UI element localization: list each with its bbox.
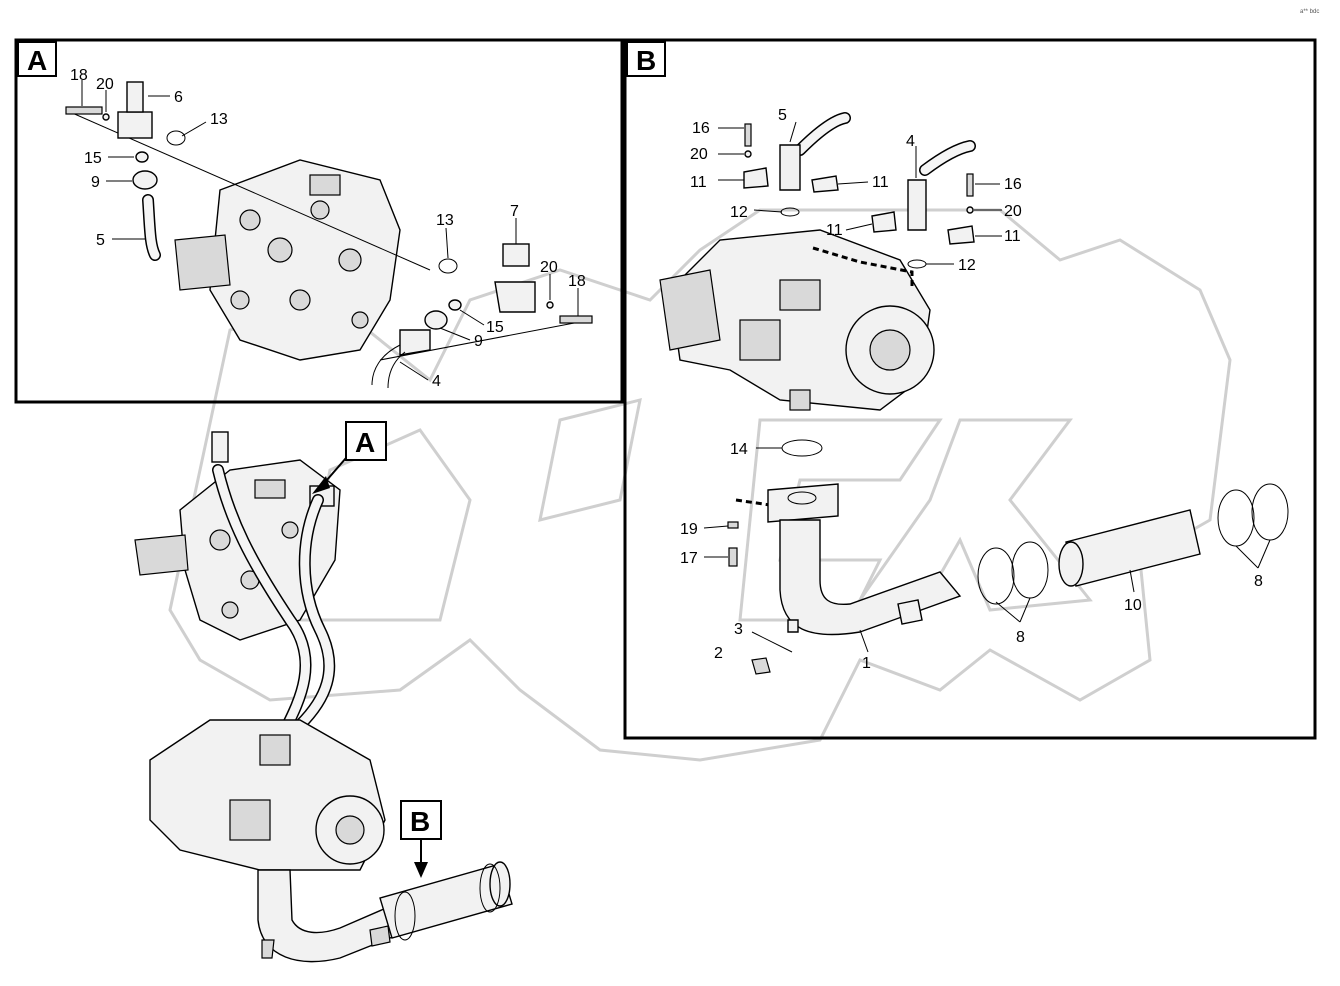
- fitting-6-elbow: [126, 81, 144, 113]
- panel-a-tag-box: [17, 41, 57, 77]
- callout-a-18-right: 18: [568, 273, 586, 290]
- plug-2: [751, 657, 771, 675]
- callout-b-4: 4: [906, 133, 915, 150]
- bolt-16-right: [966, 173, 974, 197]
- callout-a-13-right: 13: [436, 212, 454, 229]
- flange-half-11-b: [811, 175, 839, 193]
- overview-pointer-b-box: [400, 800, 442, 840]
- callout-b-12-left: 12: [730, 204, 748, 221]
- callout-b-8-right: 8: [1254, 573, 1263, 590]
- overview-pointer-a: A: [355, 427, 375, 458]
- callout-b-3: 3: [734, 621, 743, 638]
- callout-b-10: 10: [1124, 597, 1142, 614]
- callout-b-19: 19: [680, 521, 698, 538]
- panel-a-tag: A: [27, 45, 47, 76]
- callout-b-14: 14: [730, 441, 748, 458]
- washer-20-b-right: [966, 206, 974, 214]
- bolt-16-left: [744, 123, 752, 147]
- callout-b-16-right: 16: [1004, 176, 1022, 193]
- washer-20-a: [102, 113, 110, 121]
- callout-b-11-center: 11: [826, 222, 843, 239]
- suction-hose-10: [1065, 509, 1201, 587]
- overview-pointer-b: B: [410, 806, 430, 837]
- overview-hose-10: [379, 863, 513, 939]
- panel-b-frame: [623, 38, 1317, 740]
- fitting-7-top: [502, 243, 530, 267]
- callout-a-13-top: 13: [210, 111, 228, 128]
- clamp-8-d: [1251, 483, 1289, 541]
- oring-14: [781, 439, 823, 457]
- callout-a-20-right: 20: [540, 259, 558, 276]
- callout-a-20-left: 20: [96, 76, 114, 93]
- washer-20-b-left: [744, 150, 752, 158]
- hydraulic-pump: [659, 229, 935, 411]
- washer-20-b: [546, 301, 554, 309]
- flange-half-11-d: [947, 225, 975, 245]
- callout-b-11-left: 11: [690, 174, 707, 191]
- callout-b-2: 2: [714, 645, 723, 662]
- callout-b-20-left: 20: [690, 146, 708, 163]
- suction-flange: [767, 483, 839, 523]
- clamp-8-a: [977, 547, 1015, 605]
- callout-a-15-right: 15: [486, 319, 504, 336]
- washer-19: [727, 521, 739, 529]
- panel-a-frame: [14, 38, 624, 404]
- callout-b-20-right: 20: [1004, 203, 1022, 220]
- panel-b: B: [623, 38, 1317, 740]
- bolt-17: [728, 547, 738, 567]
- callout-a-6: 6: [174, 89, 183, 106]
- callout-b-11-mid: 11: [872, 174, 889, 191]
- callout-a-9-right: 9: [474, 333, 483, 350]
- oring-12-right: [907, 259, 927, 269]
- panel-b-tag-box: [626, 41, 666, 77]
- callout-a-4: 4: [432, 373, 441, 390]
- callout-b-17: 17: [680, 550, 698, 567]
- overview-assembly: A B: [134, 421, 513, 963]
- elbow-fitting-4: [907, 179, 927, 231]
- flange-half-11-c: [871, 211, 897, 233]
- corner-code: a** bdc: [1300, 9, 1319, 15]
- oring-15-a: [135, 151, 149, 163]
- panel-a: A: [14, 38, 624, 404]
- overview-control-valve: [179, 459, 341, 641]
- callout-b-16-left: 16: [692, 120, 710, 137]
- fitting-6: [117, 111, 153, 139]
- overview-pointer-a-box: [345, 421, 387, 461]
- oring-13-a: [166, 130, 186, 146]
- bolt-18-a: [65, 106, 103, 115]
- clamp-8-c: [1217, 489, 1255, 547]
- oring-15-b: [448, 299, 462, 311]
- bolt-18-b: [559, 315, 593, 324]
- callout-b-11-right: 11: [1004, 228, 1021, 245]
- callout-b-1: 1: [862, 655, 871, 672]
- clamp-9-b: [424, 310, 448, 330]
- flange-half-11-a: [743, 167, 769, 189]
- callout-b-8-left: 8: [1016, 629, 1025, 646]
- callout-b-5: 5: [778, 107, 787, 124]
- control-valve: [174, 159, 401, 361]
- fitting-7: [494, 281, 536, 313]
- panel-b-tag: B: [636, 45, 656, 76]
- callout-a-7: 7: [510, 203, 519, 220]
- callout-a-18-left: 18: [70, 67, 88, 84]
- clamp-9-a: [132, 170, 158, 190]
- callout-a-9-left: 9: [91, 174, 100, 191]
- oring-13-b: [438, 258, 458, 274]
- callout-b-12-right: 12: [958, 257, 976, 274]
- hose-end-4-a: [399, 329, 431, 356]
- elbow-fitting-5: [779, 144, 801, 191]
- callout-a-5: 5: [96, 232, 105, 249]
- clamp-8-b: [1011, 541, 1049, 599]
- callout-a-15-left: 15: [84, 150, 102, 167]
